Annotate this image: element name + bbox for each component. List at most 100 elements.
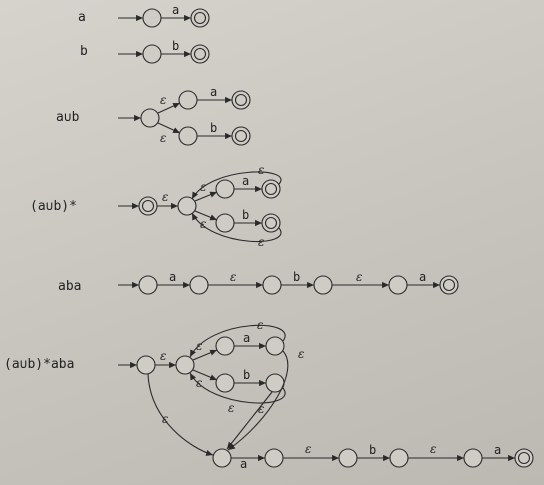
accept-ring: [264, 182, 278, 196]
accept-ring: [234, 93, 248, 107]
accept-state: [261, 213, 281, 233]
accept-state: [190, 8, 210, 28]
state: [189, 275, 209, 295]
edge-eps-from-b: [226, 391, 273, 450]
state: [142, 8, 162, 28]
new-start-accept-state: [138, 196, 158, 216]
edge-eps-down: [194, 210, 218, 221]
accept-state: [514, 448, 534, 468]
edge-label-eps: ε: [196, 376, 202, 390]
loop-back-bottom: [191, 212, 282, 242]
accept-state: [261, 179, 281, 199]
accept-ring: [193, 11, 207, 25]
edge-label-eps: ε: [257, 318, 263, 332]
state: [313, 275, 333, 295]
edge-label-a: a: [243, 331, 250, 345]
row-label-star: (a∪b)*: [30, 199, 77, 214]
edge-label-eps: ε: [228, 401, 234, 415]
state: [338, 448, 358, 468]
edge-label-eps: ε: [160, 93, 166, 107]
accept-state: [439, 275, 459, 295]
edge-label-eps: ε: [196, 339, 202, 353]
state: [215, 213, 235, 233]
edge-label-eps: ε: [258, 235, 264, 249]
start-state: [140, 108, 160, 128]
state: [177, 196, 197, 216]
edge-label-eps: ε: [258, 163, 264, 177]
state: [175, 355, 195, 375]
accept-state: [231, 126, 251, 146]
accept-state: [190, 44, 210, 64]
edge-label-eps: ε: [160, 349, 166, 363]
nfa-union: ε ε a b: [118, 85, 251, 146]
accept-ring: [234, 129, 248, 143]
accept-ring: [141, 199, 155, 213]
state: [138, 275, 158, 295]
edge-label-b: b: [369, 443, 376, 457]
edge-label-eps: ε: [200, 217, 206, 231]
edge-label-b: b: [293, 270, 300, 284]
edge-label-eps: ε: [162, 190, 168, 204]
edge-label-b: b: [210, 121, 217, 135]
accept-state: [231, 90, 251, 110]
state: [389, 448, 409, 468]
edge-label-a: a: [419, 270, 426, 284]
state: [178, 126, 198, 146]
edge-eps-from-a: [227, 350, 289, 451]
edge-label-eps: ε: [162, 412, 168, 426]
nfa-a: a: [118, 3, 210, 28]
edge-eps-down: [157, 122, 181, 134]
accept-ring: [442, 278, 456, 292]
edge-label-a: a: [172, 3, 179, 17]
edge-label-eps: ε: [160, 131, 166, 145]
state: [142, 44, 162, 64]
state: [262, 275, 282, 295]
state: [212, 448, 232, 468]
state: [178, 90, 198, 110]
row-label-a-union-b: a∪b: [56, 110, 80, 125]
loop-back-top: [189, 324, 286, 358]
edge-label-eps: ε: [230, 270, 236, 284]
state: [265, 336, 285, 356]
accept-ring: [264, 216, 278, 230]
state: [215, 179, 235, 199]
accept-ring: [193, 47, 207, 61]
edge-eps-skip: [147, 373, 214, 456]
row-label-star-aba: (a∪b)*aba: [4, 357, 74, 372]
edge-label-b: b: [172, 39, 179, 53]
nfa-star: ε ε ε a b ε ε: [118, 163, 282, 249]
state: [215, 373, 235, 393]
state: [264, 448, 284, 468]
nfa-star-aba: ε ε ε a b ε ε ε ε ε a ε b ε: [118, 318, 534, 471]
state: [388, 275, 408, 295]
edge-label-b: b: [243, 368, 250, 382]
edge-label-eps: ε: [298, 347, 304, 361]
edge-label-a: a: [494, 443, 501, 457]
edge-label-a: a: [210, 85, 217, 99]
start-state: [136, 355, 156, 375]
edge-eps-up: [192, 349, 218, 361]
edge-label-a: a: [169, 270, 176, 284]
edge-eps-up: [157, 102, 181, 114]
accept-ring: [517, 451, 531, 465]
row-label-aba: aba: [58, 279, 81, 294]
row-label-a: a: [78, 10, 86, 25]
loop-back-bottom: [189, 372, 286, 404]
edge-eps-up: [194, 191, 218, 202]
edge-label-a: a: [240, 457, 247, 471]
edge-label-eps: ε: [356, 270, 362, 284]
edge-label-eps: ε: [258, 402, 264, 416]
state: [463, 448, 483, 468]
edge-label-b: b: [242, 208, 249, 222]
row-label-b: b: [80, 44, 88, 59]
nfa-aba: a ε b ε a: [118, 270, 459, 295]
edge-label-eps: ε: [305, 442, 311, 456]
loop-back-top: [191, 171, 282, 200]
edge-eps-down: [192, 369, 218, 381]
state: [215, 336, 235, 356]
edge-label-eps: ε: [430, 442, 436, 456]
edge-label-a: a: [242, 174, 249, 188]
nfa-b: b: [118, 39, 210, 64]
